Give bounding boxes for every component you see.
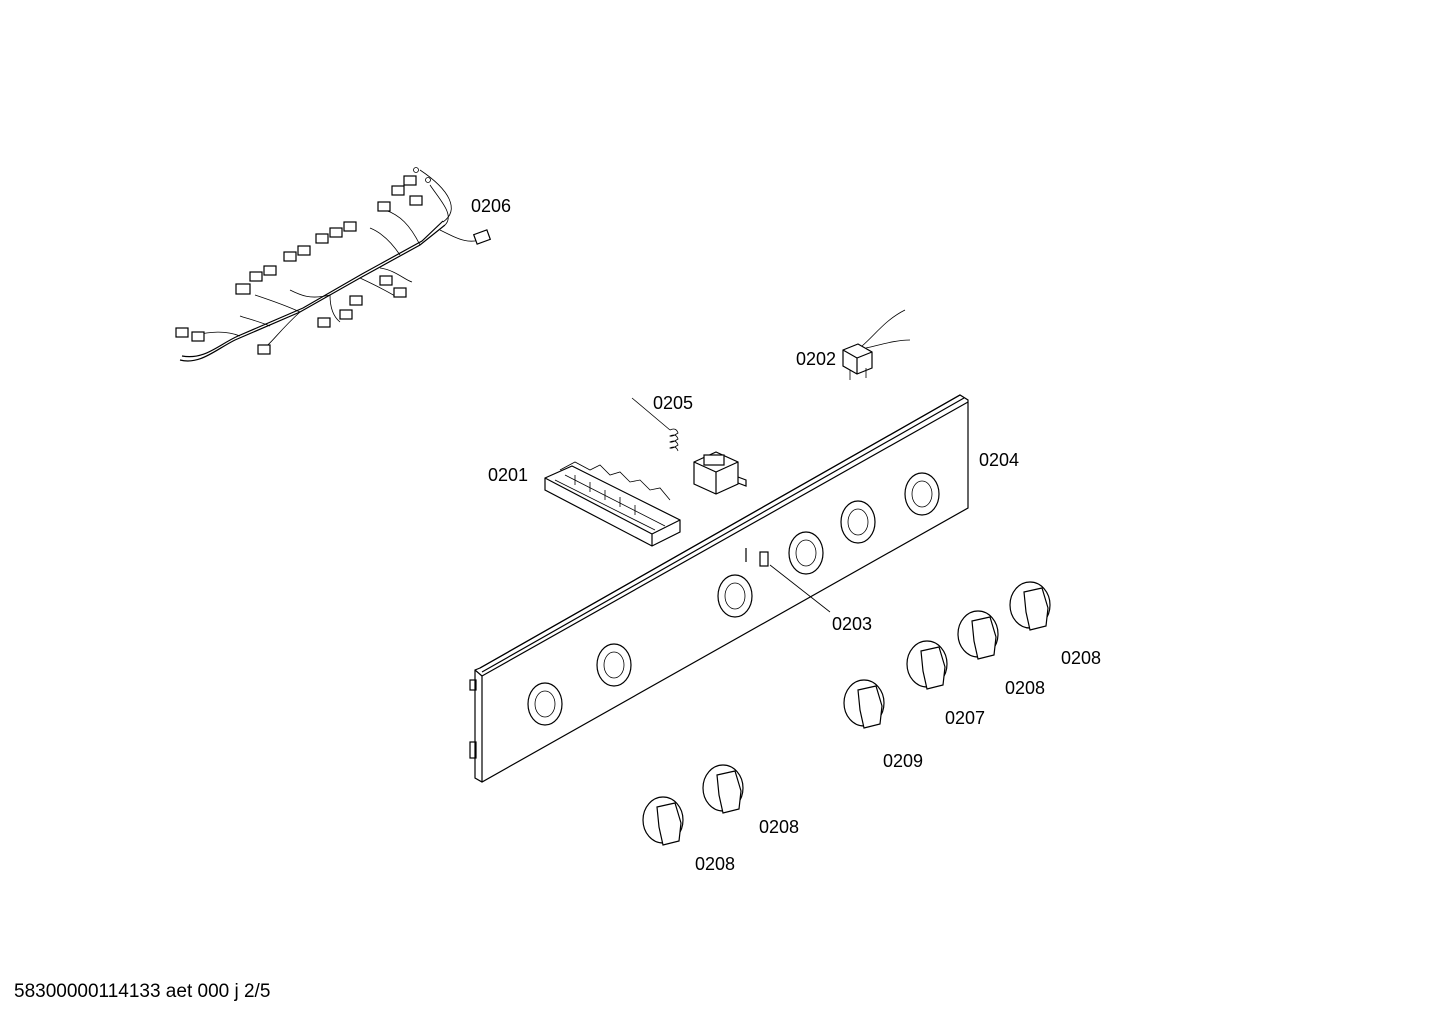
knob-0208-right-top — [1009, 581, 1051, 631]
label-0208-b: 0208 — [1005, 678, 1046, 698]
terminal-block-0201 — [544, 461, 681, 547]
knob-0209 — [843, 679, 885, 729]
wiring-harness-0206 — [175, 167, 492, 362]
control-knobs — [642, 581, 1051, 846]
label-0209: 0209 — [883, 751, 924, 771]
panel-knob-holes — [527, 472, 940, 726]
knob-0208-bottom-right — [702, 764, 744, 814]
knob-0208-bottom-left — [642, 796, 684, 846]
drawing-reference-footer: 58300000114133 aet 000 j 2/5 — [14, 981, 271, 1002]
label-0204: 0204 — [979, 450, 1020, 470]
control-panel-0204 — [469, 394, 969, 783]
label-0205: 0205 — [653, 393, 694, 413]
label-0206: 0206 — [471, 196, 512, 216]
label-0207: 0207 — [945, 708, 986, 728]
knob-0207 — [906, 640, 948, 690]
label-0203: 0203 — [832, 614, 873, 634]
label-0208-c: 0208 — [759, 817, 800, 837]
label-0202: 0202 — [796, 349, 837, 369]
label-0208-a: 0208 — [1061, 648, 1102, 668]
knob-0208-right-second — [957, 610, 999, 660]
label-0201: 0201 — [488, 465, 529, 485]
label-0208-d: 0208 — [695, 854, 736, 874]
thermostat-0205 — [631, 397, 747, 495]
switch-0202 — [842, 309, 911, 380]
